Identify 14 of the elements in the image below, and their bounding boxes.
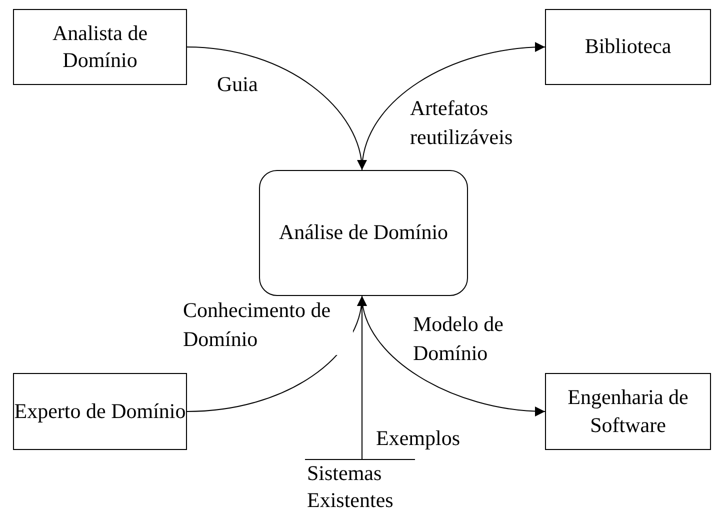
node-text: Analista de Domínio <box>51 20 149 74</box>
arrow <box>362 296 546 416</box>
process-box <box>545 373 711 450</box>
arrow <box>362 42 546 170</box>
process-box <box>545 9 711 85</box>
node-text: Análise de Domínio <box>278 219 448 246</box>
process-box <box>13 373 187 450</box>
arrow <box>186 46 366 170</box>
node-text: Biblioteca <box>584 33 672 60</box>
node-text: Sistemas Existentes <box>307 460 394 514</box>
arrow <box>357 296 367 460</box>
node-text: Experto de Domínio <box>14 398 186 425</box>
node-text: Engenharia de Software <box>566 384 690 438</box>
process-box <box>13 9 187 85</box>
